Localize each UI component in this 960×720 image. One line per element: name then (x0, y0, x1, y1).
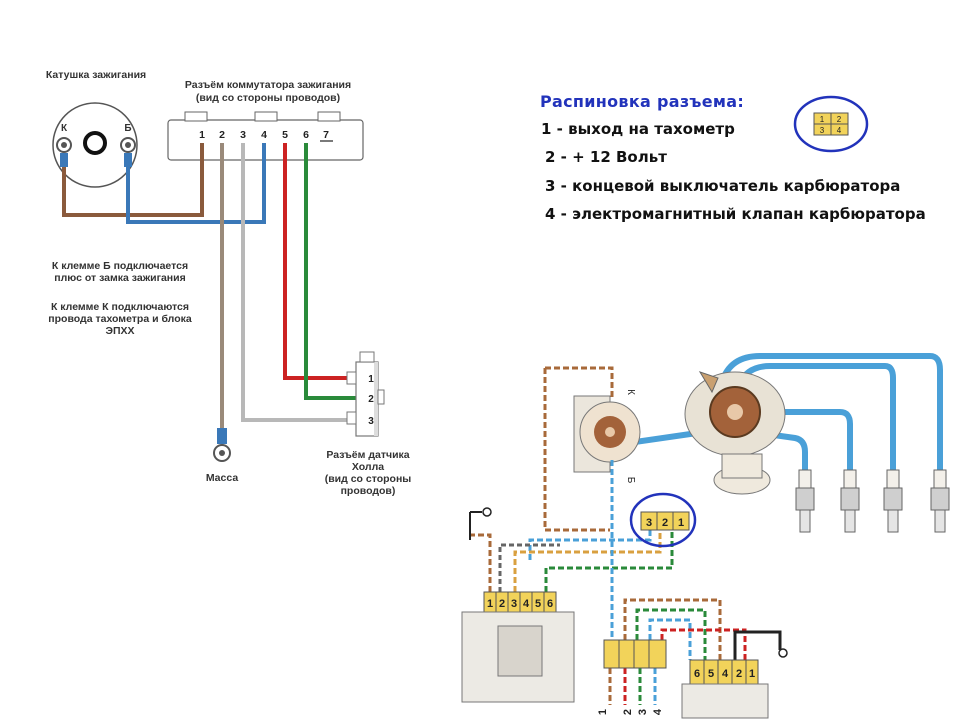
hall-pin-2: 2 (368, 394, 374, 405)
block-pin-4: 4 (523, 598, 530, 610)
conn-pin-1: 1 (678, 517, 684, 529)
switch-pin-2: 2 (219, 129, 225, 141)
right-coil-k: К (625, 389, 636, 395)
highlight-connector (629, 492, 697, 548)
pinout-item-4: 4 - электромагнитный клапан карбюратора (545, 205, 926, 223)
switch-pin-4: 4 (261, 129, 267, 141)
switch-pin-5: 5 (282, 129, 288, 141)
pinout-item-2: 2 - + 12 Вольт (545, 148, 667, 166)
hall-title-2: Холла (352, 461, 384, 473)
bottom-wire-4: 4 (652, 708, 664, 715)
block-pin-3: 3 (511, 598, 517, 610)
right-ignition-coil (573, 395, 641, 473)
distributor (684, 371, 786, 495)
note-b-line-2: плюс от замка зажигания (54, 272, 185, 284)
mini-pin-1: 1 (820, 115, 825, 124)
module-pin-5: 5 (708, 668, 714, 680)
hall-pin-3: 3 (368, 416, 374, 427)
module-pin-2: 2 (736, 668, 742, 680)
note-k-line-3: ЭПХХ (105, 325, 134, 337)
pinout-item-3: 3 - концевой выключатель карбюратора (545, 177, 901, 195)
hall-pin-1: 1 (368, 374, 374, 385)
coil-terminal-k: К (61, 123, 68, 134)
pinout-title: Распиновка разъема: (540, 92, 745, 111)
switch-connector-title-1: Разъём коммутатора зажигания (185, 79, 351, 91)
coil-title: Катушка зажигания (46, 69, 146, 81)
coil-terminal-b: Б (124, 123, 131, 134)
mini-connector (793, 95, 869, 153)
note-b-line-1: К клемме Б подключается (52, 260, 188, 272)
note-k-line-1: К клемме К подключаются (51, 301, 189, 313)
epxx-module (681, 659, 769, 719)
hall-title-1: Разъём датчика (326, 449, 409, 461)
bottom-wire-3: 3 (637, 709, 649, 715)
ignition-coil (52, 102, 138, 188)
conn-pin-3: 3 (646, 517, 652, 529)
switch-pin-7: 7 (323, 129, 329, 141)
switch-pin-1: 1 (199, 129, 205, 141)
ground-terminal (213, 428, 231, 462)
block-pin-6: 6 (547, 598, 553, 610)
bottom-wire-1: 1 (597, 709, 609, 715)
block-pin-2: 2 (499, 598, 505, 610)
switch-pin-6: 6 (303, 129, 309, 141)
switch-block-connector (461, 591, 575, 703)
hall-connector (346, 351, 385, 437)
bottom-wire-2: 2 (622, 709, 634, 715)
module-pin-6: 6 (694, 668, 700, 680)
mini-pin-3: 3 (820, 126, 825, 135)
block-pin-5: 5 (535, 598, 541, 610)
switch-pin-3: 3 (240, 129, 246, 141)
mini-pin-2: 2 (837, 115, 842, 124)
pinout-item-1: 1 - выход на тахометр (541, 120, 735, 138)
note-k-line-2: провода тахометра и блока (48, 313, 192, 325)
switch-connector-title-2: (вид со стороны проводов) (196, 92, 340, 104)
spark-plugs (795, 469, 950, 533)
block-pin-1: 1 (487, 598, 493, 610)
middle-connector (603, 639, 667, 669)
conn-pin-2: 2 (662, 517, 668, 529)
ground-label: Масса (206, 472, 239, 484)
left-wires (62, 143, 360, 432)
right-wires (469, 366, 788, 705)
hall-title-3: (вид со стороны (325, 473, 412, 485)
mini-pin-4: 4 (837, 126, 842, 135)
module-pin-1: 1 (749, 668, 755, 680)
switch-connector (167, 111, 364, 161)
right-coil-b: Б (625, 477, 636, 484)
hall-title-4: проводов) (341, 485, 396, 497)
module-pin-4: 4 (722, 668, 729, 680)
